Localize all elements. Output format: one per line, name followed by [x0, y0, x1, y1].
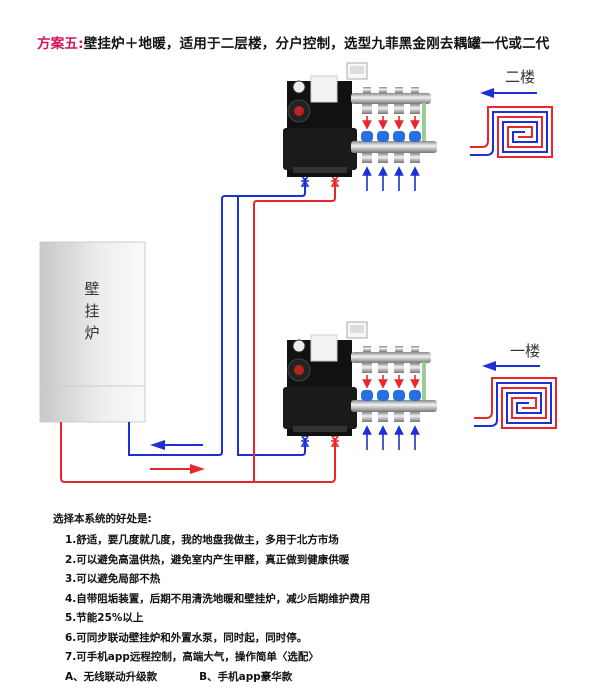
benefits-heading: 选择本系统的好处是:: [53, 513, 152, 525]
title-text: 壁挂炉＋地暖，适用于二层楼，分户控制，选型九菲黑金刚去耦罐一代或二代: [83, 36, 550, 52]
flow-arrow-right-icon: [150, 464, 205, 474]
benefit-item: 2.可以避免高温供热，避免室内产生甲醛，真正做到健康供暖: [65, 553, 350, 566]
option-b: B、手机app豪华款: [199, 670, 293, 683]
manifold-unit-lower: [283, 322, 437, 450]
benefit-item: 4.自带阻垢装置，后期不用清洗地暖和壁挂炉，减少后期维护费用: [65, 592, 371, 605]
boiler-label: 壁挂炉: [84, 280, 100, 342]
benefit-item: 1.舒适，要几度就几度，我的地盘我做主，多用于北方市场: [65, 534, 339, 546]
title-prefix: 方案五:: [37, 36, 84, 52]
option-list: A、无线联动升级款 B、手机app豪华款: [65, 668, 370, 687]
return-pipe-main: [128, 178, 306, 456]
option-a: A、无线联动升级款: [65, 670, 158, 683]
supply-pipe-upper: [253, 178, 336, 482]
benefit-item: 3.可以避免局部不热: [65, 573, 161, 585]
supply-pipe-main: [60, 422, 336, 483]
floor-label-1: 一楼: [510, 342, 541, 360]
benefit-item: 6.可同步联动壁挂炉和外置水泵，同时起，同时停。: [65, 631, 308, 644]
floor-flow-arrow-icon: [480, 88, 540, 371]
pipes: [60, 178, 336, 483]
benefit-item: 7.可手机app远程控制，高端大气，操作简单〈选配〉: [65, 651, 319, 663]
wall-boiler: [39, 241, 146, 423]
manifold-unit-upper: [283, 63, 437, 191]
flow-arrow-left-icon: [150, 440, 203, 450]
floor-label-2: 二楼: [505, 68, 536, 86]
benefits-list: 选择本系统的好处是: 1.舒适，要几度就几度，我的地盘我做主，多用于北方市场 2…: [53, 511, 370, 687]
page-title: 方案五:壁挂炉＋地暖，适用于二层楼，分户控制，选型九菲黑金刚去耦罐一代或二代: [37, 32, 550, 52]
return-pipe-lower: [237, 196, 306, 456]
benefit-item: 5.节能25%以上: [65, 612, 144, 624]
floor-heating-coil-icon: [469, 106, 557, 429]
